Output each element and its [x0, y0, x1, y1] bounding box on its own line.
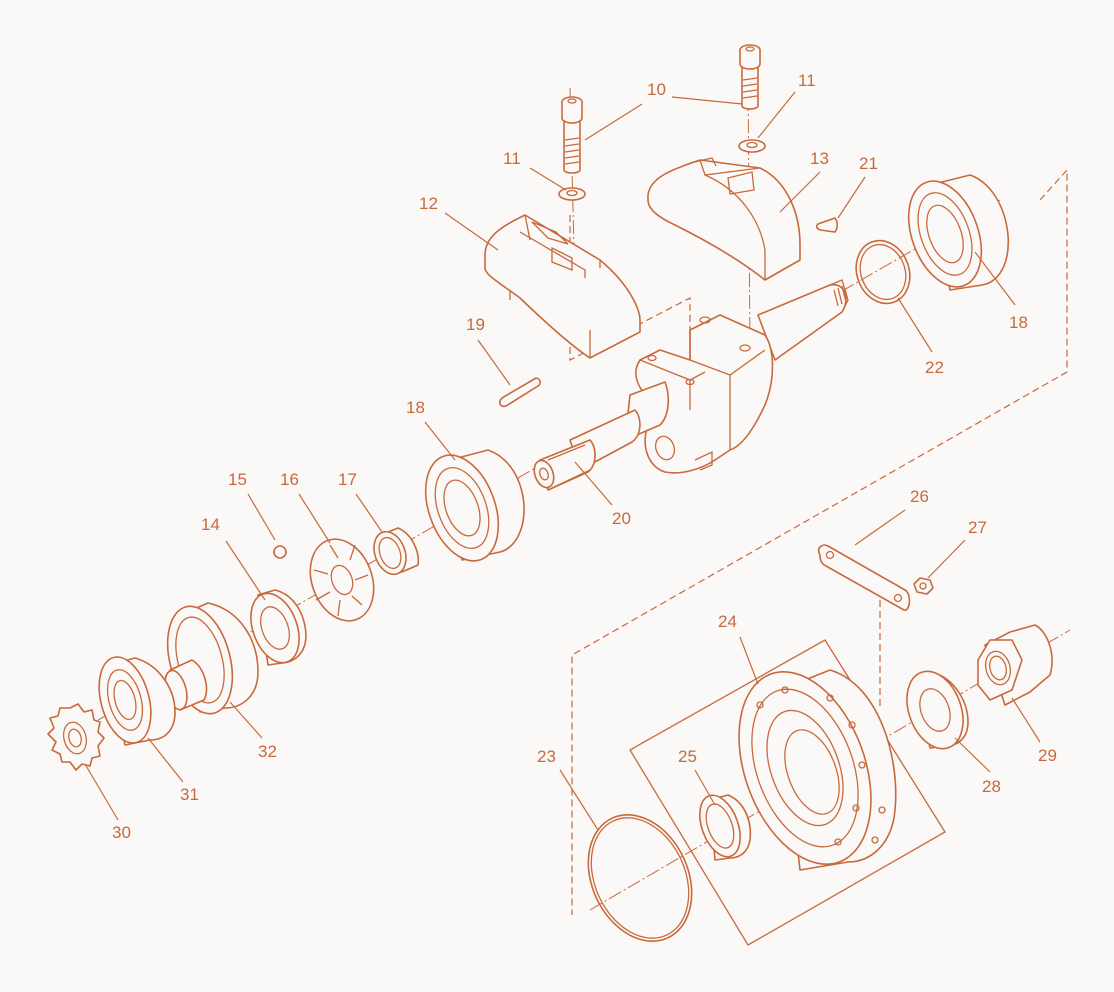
leader-lines [84, 91, 1041, 831]
callout-31: 31 [180, 785, 199, 804]
part-24-housing [738, 669, 897, 871]
part-20-shaft-housing [533, 279, 849, 491]
part-29-nut [977, 624, 1053, 706]
part-12-bearing-cap [484, 214, 641, 359]
part-31-bearing [98, 656, 176, 746]
callout-22: 22 [925, 358, 944, 377]
callout-23: 23 [537, 747, 556, 766]
part-13-bearing-cap [647, 157, 801, 281]
part-21 [815, 217, 839, 233]
part-11-washer-left [558, 187, 586, 201]
callout-26: 26 [910, 487, 929, 506]
part-10-bolt-right [739, 44, 761, 110]
callout-15: 15 [228, 470, 247, 489]
part-22-ring [855, 239, 911, 305]
callout-11: 11 [798, 71, 816, 90]
part-23-o-ring [587, 814, 693, 942]
part-32-flange [164, 602, 259, 715]
callout-13: 13 [810, 149, 829, 168]
callout-18: 18 [1009, 313, 1028, 332]
callout-labels: 10 11 11 12 13 21 18 22 19 18 20 15 16 1… [112, 71, 1057, 842]
callout-17: 17 [338, 470, 357, 489]
callout-16: 16 [280, 470, 299, 489]
part-27-nut [913, 577, 934, 595]
callout-29: 29 [1038, 746, 1057, 765]
callout-20: 20 [612, 509, 631, 528]
part-15-ball [273, 545, 287, 559]
callout-14: 14 [201, 515, 220, 534]
callout-32: 32 [258, 742, 277, 761]
part-14-washer [250, 589, 307, 666]
part-25-seal [699, 794, 752, 861]
callout-11: 11 [503, 149, 521, 168]
callout-24: 24 [718, 612, 737, 631]
part-10-bolt-left [561, 96, 583, 174]
callout-30: 30 [112, 823, 131, 842]
part-26-plate [817, 544, 911, 611]
part-11-washer-right [738, 139, 766, 153]
part-18-bearing-left [424, 449, 525, 562]
callout-18: 18 [406, 398, 425, 417]
callout-27: 27 [968, 518, 987, 537]
callout-12: 12 [419, 194, 438, 213]
part-16-spacer [309, 538, 375, 622]
callout-25: 25 [678, 747, 697, 766]
callout-21: 21 [859, 154, 878, 173]
part-18-bearing-right [907, 174, 1010, 291]
callout-10: 10 [647, 80, 666, 99]
part-17-collar [373, 527, 420, 576]
callout-19: 19 [466, 315, 485, 334]
part-30-gear [47, 703, 105, 771]
callout-28: 28 [982, 777, 1001, 796]
part-24-box [629, 639, 946, 946]
part-19-key [499, 377, 541, 408]
part-28-washer [906, 670, 969, 750]
